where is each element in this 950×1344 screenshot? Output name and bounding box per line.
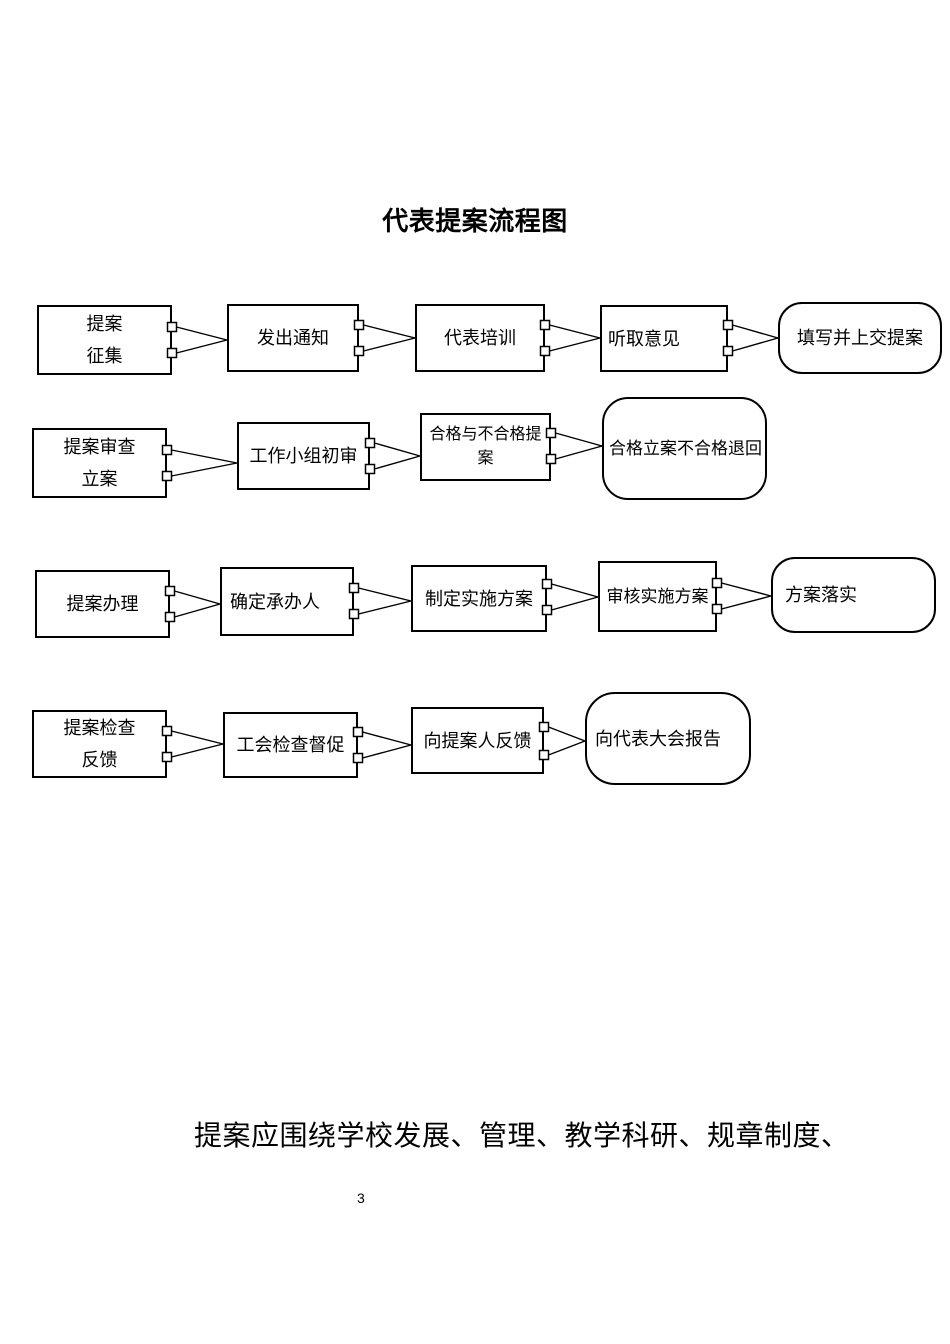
node-label: 审核实施方案	[606, 586, 709, 606]
flow-node-tianxie-shangjiao: 填写并上交提案	[778, 302, 942, 374]
flow-arrow	[352, 726, 412, 764]
flow-node-tingqu-yijian: 听取意见	[600, 305, 728, 372]
node-label: 合格立案不合格退回	[609, 438, 762, 458]
node-label: 发出通知	[257, 328, 329, 348]
flow-node-shenhe-fangan: 审核实施方案	[598, 561, 717, 632]
flow-arrow	[541, 578, 599, 616]
flow-arrow	[364, 437, 421, 475]
node-label: 向提案人反馈	[423, 730, 532, 751]
node-label: 征集	[86, 346, 123, 366]
flow-arrow	[711, 577, 772, 615]
node-label: 提案办理	[66, 594, 139, 614]
flow-node-jiancha-fankui: 提案检查 反馈	[32, 710, 167, 778]
node-label: 代表培训	[444, 328, 516, 348]
flow-arrow	[348, 582, 412, 620]
flow-arrow	[539, 319, 601, 357]
node-label: 向代表大会报告	[595, 728, 721, 749]
node-label: 确定承办人	[230, 591, 320, 612]
node-label: 工作小组初审	[249, 446, 358, 466]
flow-node-xiang-tianren-fankui: 向提案人反馈	[411, 707, 544, 774]
flow-node-fachu-tongzhi: 发出通知	[227, 304, 359, 372]
flow-arrow	[161, 444, 238, 482]
node-label: 提案审查	[63, 437, 136, 457]
node-label: 立案	[81, 469, 118, 489]
flow-node-fangan-luoshi: 方案落实	[771, 557, 936, 633]
flow-node-queding-chengbanren: 确定承办人	[220, 567, 354, 636]
flow-arrow	[161, 725, 224, 763]
node-label: 提案	[86, 314, 123, 334]
footer-paragraph: 提案应围绕学校发展、管理、教学科研、规章制度、	[194, 1121, 850, 1152]
node-label: 工会检查督促	[236, 735, 345, 755]
flow-arrow	[545, 427, 603, 465]
node-label: 提案检查	[63, 718, 136, 738]
node-label: 听取意见	[608, 328, 680, 349]
flow-node-daibiao-peixun: 代表培训	[415, 304, 545, 372]
flow-node-zhiding-fangan: 制定实施方案	[411, 565, 547, 632]
flow-arrow	[353, 319, 416, 357]
page-title: 代表提案流程图	[382, 207, 568, 236]
node-label: 填写并上交提案	[797, 328, 923, 348]
flow-node-shencha-lian: 提案审查 立案	[32, 428, 167, 498]
flow-node-lian-tuihui: 合格立案不合格退回	[602, 397, 767, 500]
flow-node-hege-buhege: 合格与不合格提案	[420, 413, 551, 481]
page-number: 3	[357, 1190, 365, 1206]
flow-arrow	[166, 321, 228, 359]
node-label: 制定实施方案	[425, 588, 533, 609]
flow-node-gonghui-ducu: 工会检查督促	[223, 712, 358, 778]
flow-node-xiaozu-chushen: 工作小组初审	[237, 422, 370, 490]
flow-arrow	[164, 585, 221, 623]
flow-node-tian-ji: 提案 征集	[37, 305, 172, 375]
flow-node-tian-banli: 提案办理	[35, 570, 170, 638]
flow-node-dahui-baogao: 向代表大会报告	[585, 692, 751, 785]
flow-arrow	[722, 319, 779, 357]
node-label: 方案落实	[785, 585, 857, 605]
node-label: 反馈	[81, 750, 118, 770]
flow-arrow	[538, 721, 586, 761]
node-label: 合格与不合格提案	[429, 426, 542, 467]
